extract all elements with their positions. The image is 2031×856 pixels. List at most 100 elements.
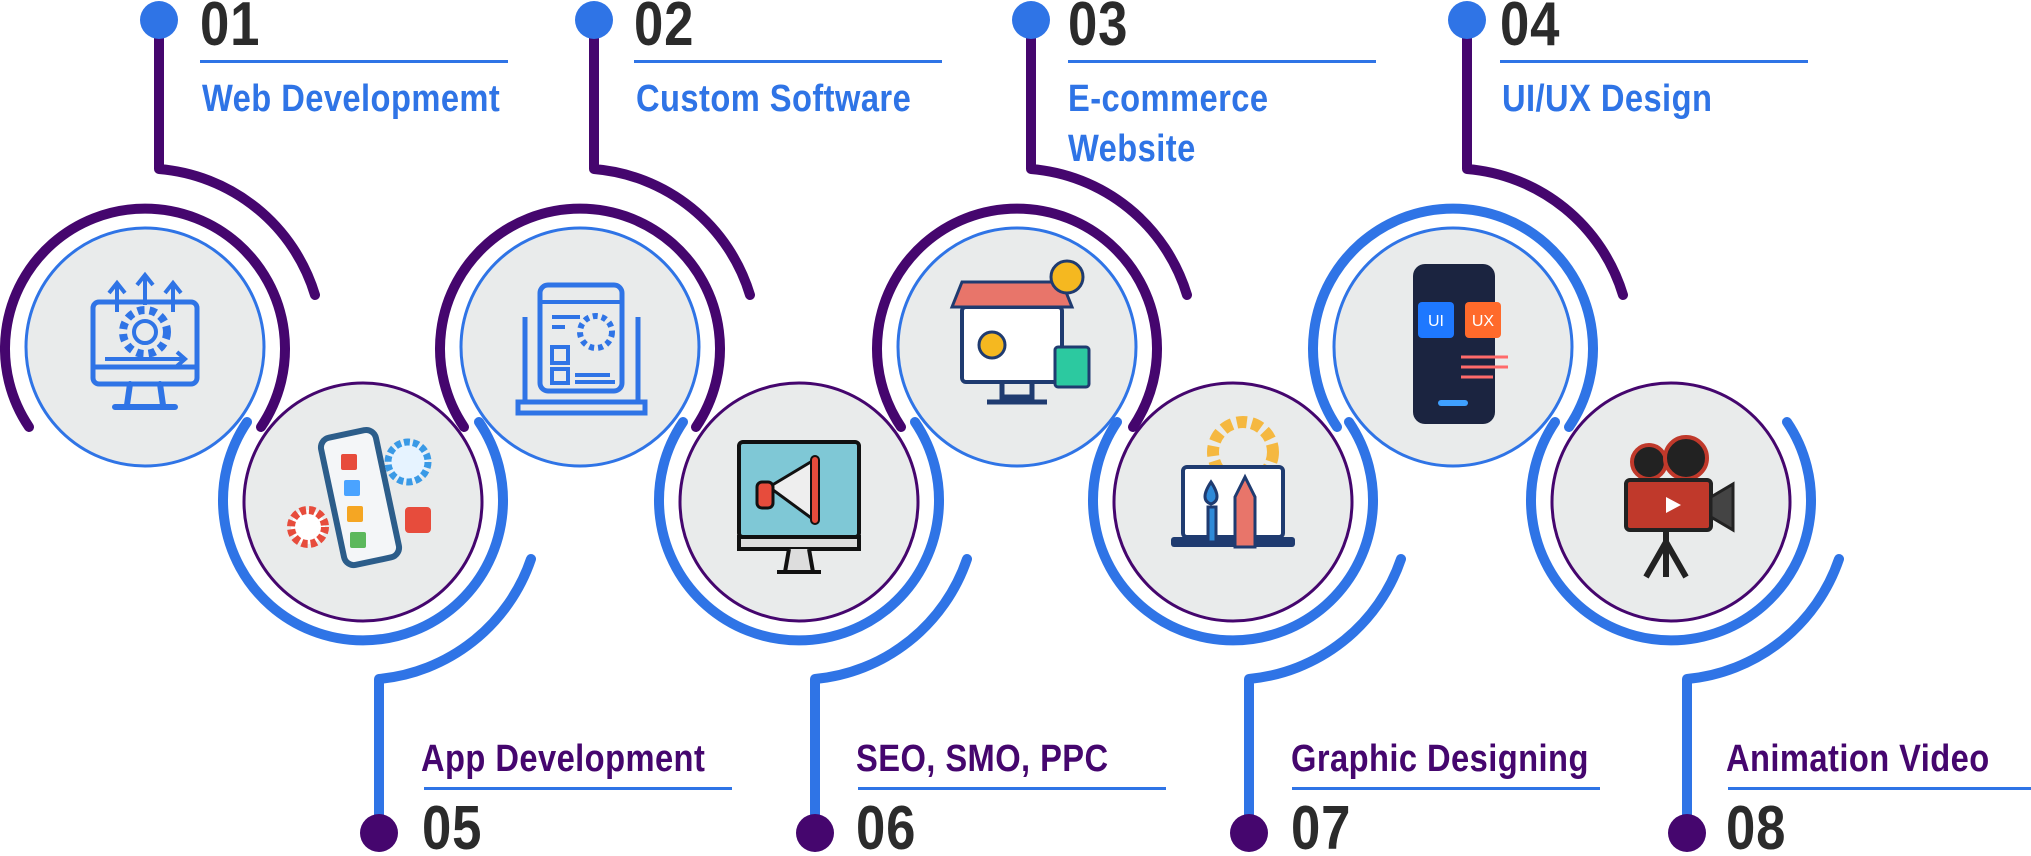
gear	[287, 506, 329, 548]
monitor	[960, 305, 1064, 384]
button	[1438, 400, 1468, 406]
connector-line	[1682, 554, 1844, 838]
window	[537, 282, 625, 394]
coin	[1049, 259, 1085, 295]
tripod	[1643, 530, 1689, 579]
design-tools-icon	[1171, 416, 1295, 549]
service-number: 05	[422, 794, 483, 856]
check-badge	[405, 507, 431, 533]
gear	[384, 438, 432, 486]
divider	[1068, 60, 1376, 63]
icon-circle	[24, 226, 266, 468]
monitor-stand	[112, 381, 178, 410]
megaphone-rim	[810, 455, 820, 525]
film-reel	[1630, 443, 1668, 481]
timeline-dot	[1668, 814, 1706, 852]
divider	[634, 60, 942, 63]
service-label: App Development	[421, 738, 706, 780]
play-icon	[1666, 497, 1681, 513]
connector-line	[1462, 15, 1628, 300]
outer-ring	[1088, 417, 1378, 646]
video-camera-icon	[1624, 435, 1735, 579]
check-box	[347, 506, 363, 522]
service-number: 06	[856, 794, 917, 856]
icon-circle	[459, 226, 701, 468]
connector-line	[1244, 554, 1406, 838]
laptop-window-gear-icon	[515, 282, 648, 416]
connector-line	[589, 15, 755, 300]
outer-ring	[872, 203, 1162, 432]
sliders	[1461, 355, 1508, 379]
laptop	[515, 317, 648, 416]
screen	[1181, 465, 1285, 539]
stand	[777, 548, 821, 574]
service-number: 07	[1291, 794, 1352, 856]
service-label: SEO, SMO, PPC	[856, 738, 1109, 780]
gear	[119, 306, 171, 358]
pencil	[1233, 473, 1257, 549]
ux-tile	[1465, 302, 1501, 338]
check-box	[344, 480, 360, 496]
outer-ring	[0, 203, 290, 432]
coin	[977, 330, 1007, 360]
service-label: Web Developmemt	[202, 78, 501, 120]
service-label: Custom Software	[636, 78, 912, 120]
ui-text: UI	[1428, 313, 1444, 330]
service-number: 08	[1726, 794, 1787, 856]
timeline-dot	[1448, 1, 1486, 39]
laptop-base	[1171, 537, 1295, 547]
service-label: UI/UX Design	[1502, 78, 1713, 120]
film-reel	[1663, 435, 1709, 481]
divider	[1728, 787, 2031, 790]
gear-hub	[132, 319, 158, 345]
phone-ui-ux-icon: UI UX	[1413, 264, 1508, 424]
phone	[317, 426, 403, 569]
shopping-bag	[1053, 345, 1091, 389]
outer-ring	[435, 203, 725, 432]
stand	[987, 382, 1047, 405]
brush	[1203, 479, 1219, 544]
service-number: 03	[1068, 0, 1129, 59]
outer-ring	[654, 417, 944, 646]
divider	[858, 787, 1166, 790]
check-box	[341, 454, 357, 470]
ui-tile	[1418, 302, 1454, 338]
timeline-dot	[575, 1, 613, 39]
connector-line	[154, 15, 320, 300]
timeline-dot	[360, 814, 398, 852]
connector-line	[374, 554, 536, 838]
monitor-gear-icon	[90, 271, 200, 410]
monitor-base	[737, 535, 861, 551]
megaphone-back	[755, 480, 775, 510]
outer-ring	[218, 417, 508, 646]
timeline-dot	[796, 814, 834, 852]
outer-ring	[1526, 417, 1816, 646]
phone-checklist-icon	[287, 426, 432, 569]
service-number: 02	[634, 0, 695, 59]
check-box	[350, 532, 366, 548]
connector-line	[1026, 15, 1192, 300]
service-number: 01	[200, 0, 261, 59]
service-label-line1: E-commerce	[1068, 78, 1269, 120]
content-lines	[550, 315, 615, 385]
timeline-dot	[1012, 1, 1050, 39]
arrows	[105, 271, 189, 368]
divider	[1500, 60, 1808, 63]
service-label: Graphic Designing	[1291, 738, 1589, 780]
service-label-line2: Website	[1068, 128, 1196, 170]
outer-ring	[1308, 203, 1598, 432]
gear	[577, 313, 615, 351]
megaphone-monitor-icon	[737, 440, 861, 574]
lens	[1709, 481, 1735, 533]
timeline-dot	[140, 1, 178, 39]
ux-text: UX	[1472, 313, 1495, 330]
online-store-icon	[949, 259, 1091, 405]
service-label: Animation Video	[1726, 738, 1990, 780]
service-number: 04	[1500, 0, 1561, 59]
timeline-dot	[1230, 814, 1268, 852]
divider	[1292, 787, 1600, 790]
divider	[424, 787, 732, 790]
divider	[200, 60, 508, 63]
